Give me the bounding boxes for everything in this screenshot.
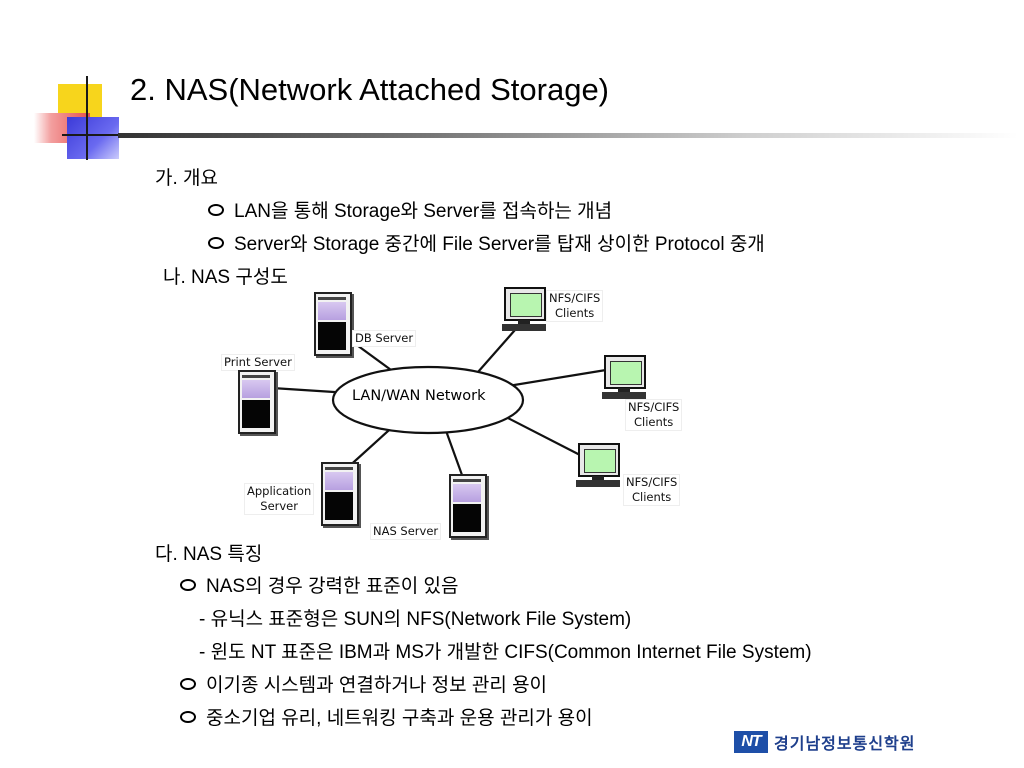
section-c-heading: 다. NAS 특징 — [155, 544, 263, 565]
nas-server-icon — [449, 474, 487, 538]
decoration-horizontal-line — [62, 134, 132, 136]
db-server-icon — [314, 292, 352, 356]
link-nas-server — [443, 427, 464, 476]
bullet-icon — [208, 236, 224, 249]
section-c-item-1: NAS의 경우 강력한 표준이 있음 — [180, 571, 458, 598]
title-underline — [118, 133, 1018, 138]
decoration-blue-block — [67, 117, 119, 159]
bullet-icon — [180, 710, 196, 723]
client-1-computer-icon — [500, 287, 550, 335]
link-client-3 — [503, 415, 581, 456]
section-a-item-1: LAN을 통해 Storage와 Server를 접속하는 개념 — [208, 196, 612, 223]
bullet-icon — [208, 203, 224, 216]
client-2-computer-icon — [600, 355, 650, 403]
section-a-heading: 가. 개요 — [155, 168, 218, 189]
institute-logo: NT 경기남정보통신학원 — [734, 729, 915, 755]
client-3-label: NFS/CIFS Clients — [624, 475, 680, 505]
client-3-computer-icon — [574, 443, 624, 491]
network-label: LAN/WAN Network — [352, 388, 486, 404]
logo-mark: NT — [734, 731, 768, 753]
section-b-heading: 나. NAS 구성도 — [163, 267, 288, 288]
db-server-label: DB Server — [353, 331, 416, 346]
application-server-label: Application Server — [245, 484, 314, 514]
section-c-item-3: - 윈도 NT 표준은 IBM과 MS가 개발한 CIFS(Common Int… — [199, 642, 812, 663]
print-server-label: Print Server — [222, 355, 294, 370]
link-client-2 — [507, 368, 607, 388]
section-c-item-4: 이기종 시스템과 연결하거나 정보 관리 용이 — [180, 670, 547, 697]
logo-text: 경기남정보통신학원 — [774, 734, 916, 753]
section-a-item-2: Server와 Storage 중간에 File Server를 탑재 상이한 … — [208, 229, 765, 256]
nas-server-label: NAS Server — [371, 524, 441, 539]
print-server-icon — [238, 370, 276, 434]
bullet-icon — [180, 578, 196, 591]
bullet-icon — [180, 677, 196, 690]
client-2-label: NFS/CIFS Clients — [626, 400, 682, 430]
section-c-item-5: 중소기업 유리, 네트워킹 구축과 운용 관리가 용이 — [180, 703, 593, 730]
client-1-label: NFS/CIFS Clients — [547, 291, 603, 321]
application-server-icon — [321, 462, 359, 526]
decoration-vertical-line — [86, 76, 88, 160]
section-c-item-2: - 유닉스 표준형은 SUN의 NFS(Network File System) — [199, 609, 632, 630]
slide-title: 2. NAS(Network Attached Storage) — [130, 72, 610, 107]
